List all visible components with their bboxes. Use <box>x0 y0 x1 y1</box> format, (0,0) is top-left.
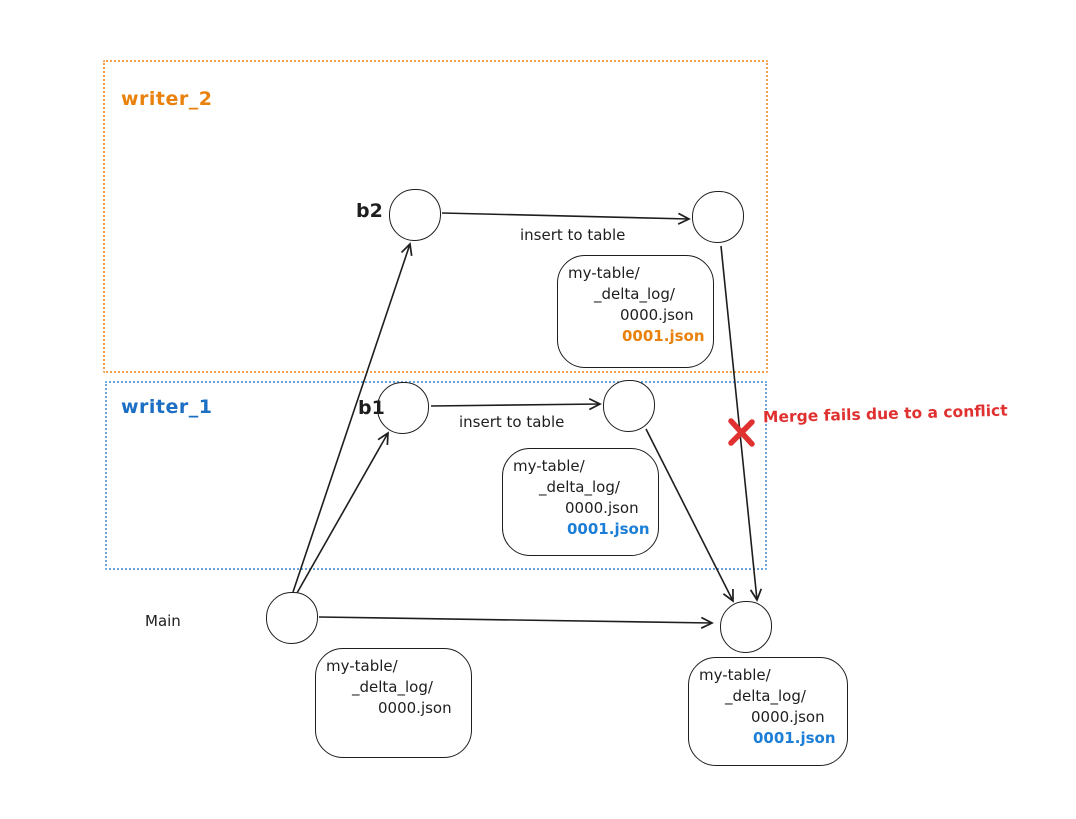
main-merged-delta-log-box: my-table/ _delta_log/ 0000.json 0001.jso… <box>688 657 848 766</box>
file-path-new-commit: 0001.json <box>753 729 836 747</box>
node-b2-start <box>389 189 441 241</box>
file-path: _delta_log/ <box>725 687 806 705</box>
file-path-new-commit: 0001.json <box>567 520 650 538</box>
b1-branch-label: b1 <box>358 397 385 419</box>
node-writer2-commit <box>692 191 744 243</box>
file-path: 0000.json <box>378 699 452 717</box>
file-path-new-commit: 0001.json <box>622 327 705 345</box>
node-writer1-commit <box>603 380 655 432</box>
file-path: 0000.json <box>620 306 694 324</box>
main-initial-delta-log-box: my-table/ _delta_log/ 0000.json <box>315 648 472 758</box>
writer2-insert-label: insert to table <box>520 226 626 244</box>
node-main-start <box>266 592 318 644</box>
node-b1-start <box>377 382 429 434</box>
file-path: _delta_log/ <box>594 285 675 303</box>
node-main-head <box>720 601 772 653</box>
file-path: my-table/ <box>513 457 585 475</box>
merge-conflict-note: Merge fails due to a conflict <box>762 401 1008 427</box>
file-path: 0000.json <box>751 708 825 726</box>
writer2-delta-log-box: my-table/ _delta_log/ 0000.json 0001.jso… <box>557 255 714 368</box>
writer1-delta-log-box: my-table/ _delta_log/ 0000.json 0001.jso… <box>502 448 659 556</box>
file-path: my-table/ <box>326 657 398 675</box>
file-path: my-table/ <box>568 264 640 282</box>
file-path: _delta_log/ <box>352 678 433 696</box>
file-path: my-table/ <box>699 666 771 684</box>
main-branch-label: Main <box>145 612 181 630</box>
b2-branch-label: b2 <box>356 200 383 222</box>
writer-2-lane-box <box>103 60 768 373</box>
edge-main-to-main-head <box>318 616 714 629</box>
writer-1-label: writer_1 <box>121 396 213 418</box>
writer-1-lane-box <box>105 381 767 570</box>
file-path: 0000.json <box>565 499 639 517</box>
file-path: _delta_log/ <box>539 478 620 496</box>
writer1-insert-label: insert to table <box>459 413 565 431</box>
writer-2-label: writer_2 <box>121 88 213 110</box>
